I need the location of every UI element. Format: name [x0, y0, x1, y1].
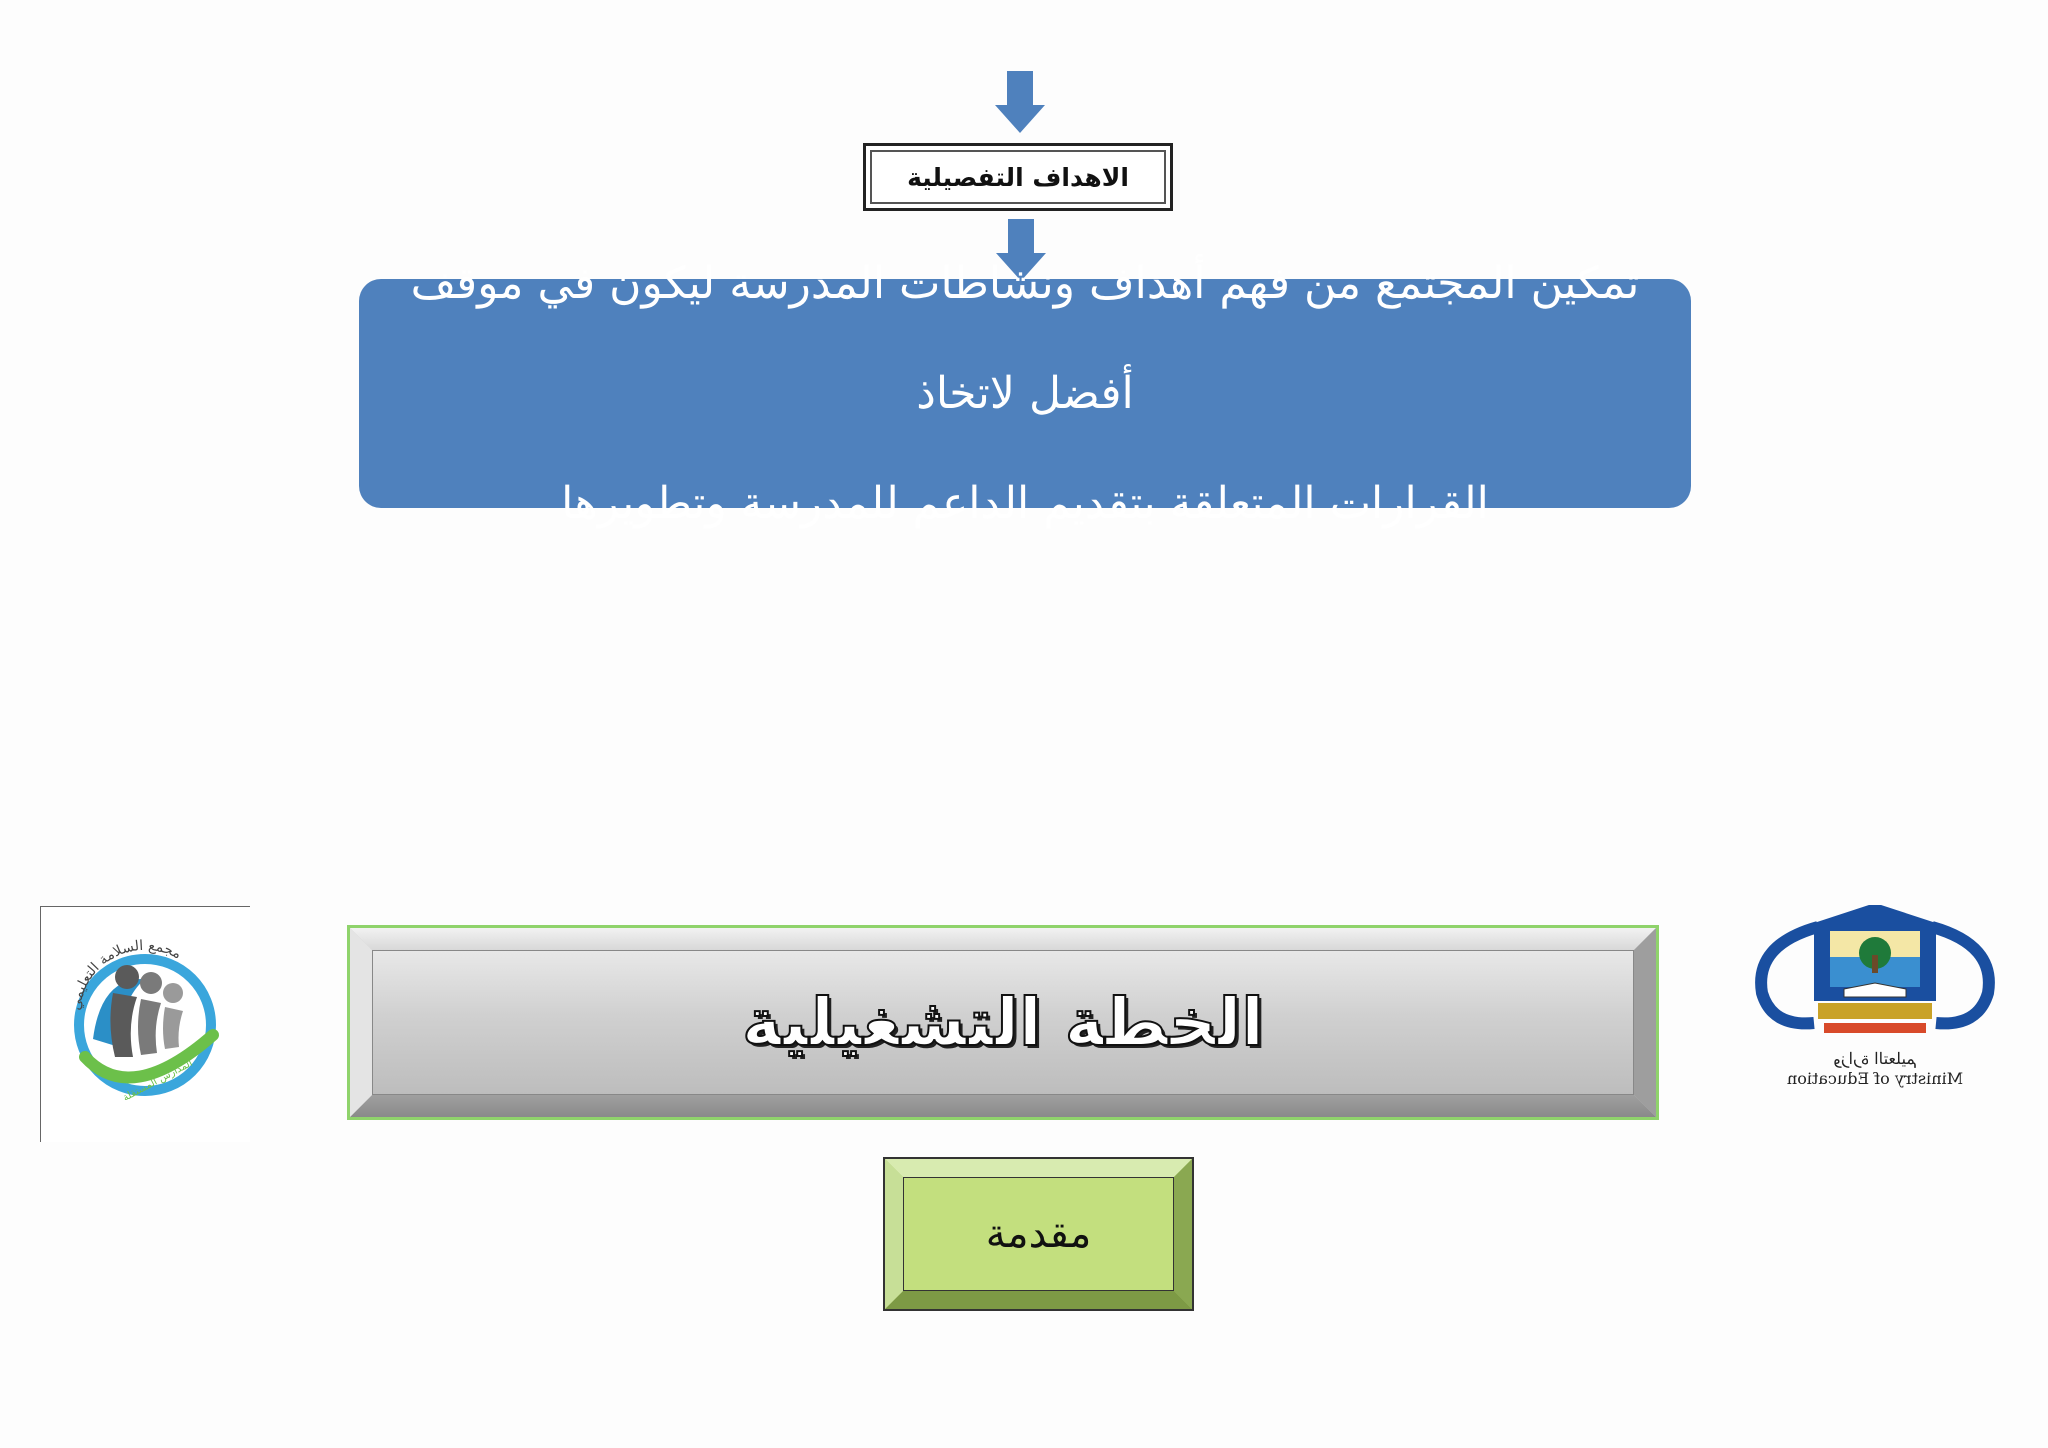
operational-plan-banner: الخطة التشغيلية [347, 925, 1659, 1120]
introduction-label: مقدمة [985, 1211, 1092, 1257]
objective-description-box: تمكين المجتمع من فهم أهداف ونشاطات المدر… [359, 258, 1691, 529]
objective-line-1: تمكين المجتمع من فهم أهداف ونشاطات المدر… [410, 257, 1640, 419]
objective-line-2: القرارات المتعلقة بتقديم الداعم للمدرسة … [561, 477, 1489, 529]
ministry-name-en: Ministry of Education [1786, 1069, 1964, 1088]
banner-title: الخطة التشغيلية [741, 983, 1265, 1062]
objectives-heading: الاهداف التفصيلية [907, 162, 1129, 192]
ministry-of-education-logo: وزارة التعليم Ministry of Education [1744, 903, 2006, 1095]
down-arrow-icon [995, 71, 1045, 133]
objectives-heading-box: الاهداف التفصيلية [863, 143, 1173, 211]
down-arrow-icon [996, 219, 1046, 281]
school-complex-logo: مجمع السلامة التعليمي المدارس المستقلة [40, 906, 250, 1142]
ministry-name-ar: وزارة التعليم [1833, 1049, 1917, 1068]
introduction-button[interactable]: مقدمة [883, 1157, 1194, 1311]
